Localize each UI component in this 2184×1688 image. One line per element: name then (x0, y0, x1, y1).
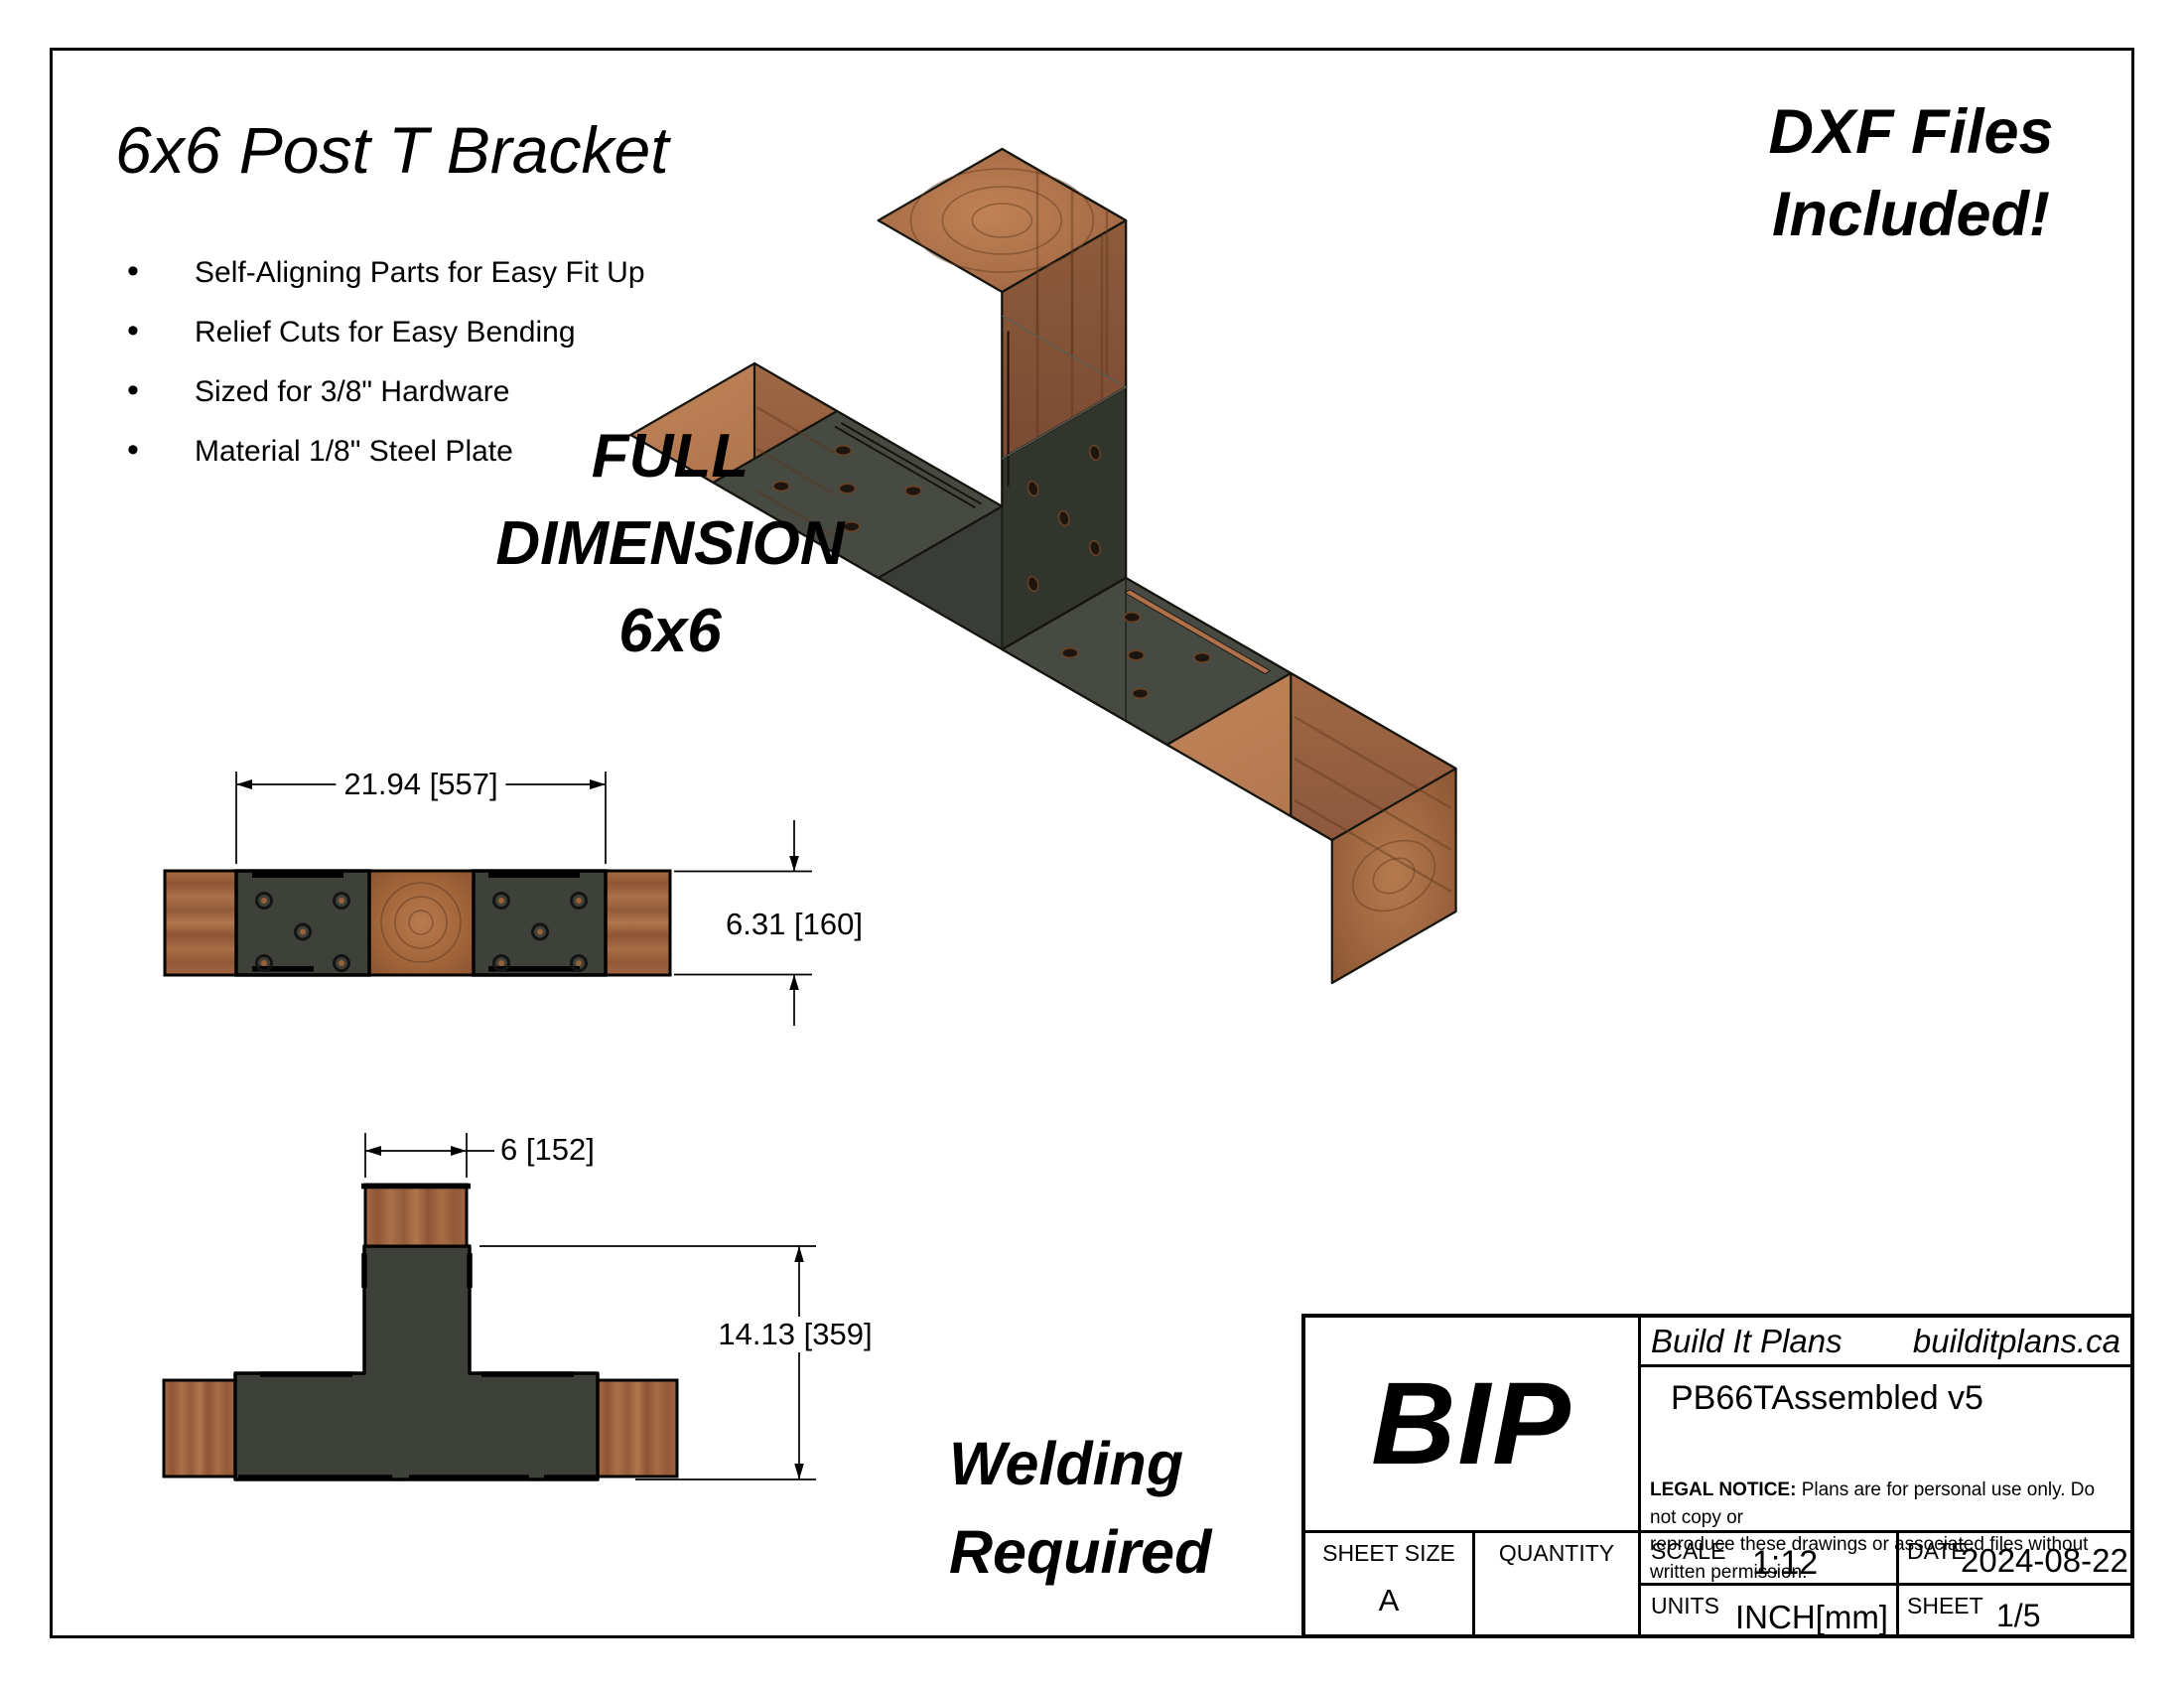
dimension-arrows (236, 779, 804, 1479)
feature-text: Self-Aligning Parts for Easy Fit Up (195, 256, 645, 289)
bip-logo: BIP (1371, 1358, 1572, 1489)
dim-top-width-label: 21.94 [557] (336, 767, 506, 802)
dxf-note-line2: Included! (1772, 180, 2050, 249)
company-name: Build It Plans (1651, 1323, 1843, 1359)
front-view (162, 1183, 679, 1481)
bullet-icon: • (127, 252, 139, 290)
full-dimension-line3: 6x6 (618, 597, 722, 665)
legal-notice: LEGAL NOTICE: Plans are for personal use… (1650, 1477, 2124, 1586)
quantity-label: QUANTITY (1498, 1540, 1615, 1566)
feature-item: • Self-Aligning Parts for Easy Fit Up (127, 242, 645, 302)
sheet-number-cell: SHEET 1/5 (1899, 1586, 2130, 1634)
date-label: DATE (1907, 1538, 1967, 1564)
dxf-note-line1: DXF Files (1768, 97, 2054, 167)
full-dimension-note: FULL DIMENSION 6x6 (417, 413, 923, 675)
top-view (163, 869, 672, 977)
divider (1641, 1583, 2130, 1586)
divider (1638, 1533, 1641, 1634)
feature-text: Sized for 3/8" Hardware (195, 375, 510, 408)
dxf-note: DXF Files Included! (1739, 91, 2083, 256)
divider (1638, 1364, 2130, 1367)
feature-item: • Material 1/8" Steel Plate (127, 421, 645, 481)
welding-note: Welding Required (949, 1420, 1211, 1597)
full-dimension-line1: FULL (591, 422, 750, 491)
divider (1305, 1530, 2130, 1533)
units-cell: UNITS INCH[mm] (1641, 1586, 1896, 1635)
feature-text: Relief Cuts for Easy Bending (195, 316, 576, 349)
iso-render (629, 147, 1457, 985)
sheet-size-cell: SHEET SIZE A (1305, 1533, 1472, 1634)
quantity-cell: QUANTITY (1475, 1533, 1638, 1634)
feature-item: • Sized for 3/8" Hardware (127, 361, 645, 421)
company-row: Build It Plans builditplans.ca (1641, 1318, 2130, 1364)
date-value: 2024-08-22 (1961, 1542, 2128, 1579)
sheet-size-label: SHEET SIZE (1322, 1540, 1455, 1566)
page-title: 6x6 Post T Bracket (115, 113, 669, 187)
website-link: builditplans.ca (1912, 1323, 2120, 1359)
units-label: UNITS (1651, 1593, 1719, 1618)
welding-note-line2: Required (949, 1518, 1212, 1586)
legal-notice-line1: Plans are for personal use only. Do not … (1650, 1479, 2096, 1528)
date-cell: DATE 2024-08-22 (1899, 1533, 2130, 1583)
divider (1472, 1533, 1475, 1634)
full-dimension-line2: DIMENSION (495, 509, 845, 578)
legal-notice-label: LEGAL NOTICE: (1650, 1479, 1797, 1500)
iso-render-details (755, 168, 1452, 913)
feature-text: Material 1/8" Steel Plate (195, 435, 513, 468)
bullet-icon: • (127, 431, 139, 469)
feature-list: • Self-Aligning Parts for Easy Fit Up • … (127, 242, 645, 481)
dim-front-height-label: 14.13 [359] (710, 1317, 881, 1352)
divider (1638, 1318, 1641, 1533)
part-name: PB66TAssembled v5 (1671, 1379, 1983, 1417)
dim-front-width-label: 6 [152] (500, 1132, 595, 1167)
scale-label: SCALE (1651, 1538, 1726, 1564)
sheet-number-label: SHEET (1907, 1593, 1983, 1618)
sheet-border (50, 48, 2134, 1638)
welding-note-line1: Welding (949, 1430, 1184, 1497)
dim-top-height-label: 6.31 [160] (726, 907, 863, 941)
legal-notice-line2: reproduce these drawings or associated f… (1650, 1534, 2089, 1583)
title-block: BIP Build It Plans builditplans.ca PB66T… (1301, 1314, 2134, 1638)
bullet-icon: • (127, 312, 139, 350)
sheet-number-value: 1/5 (1996, 1598, 2041, 1633)
units-value: INCH[mm] (1735, 1599, 1888, 1635)
scale-value: 1:12 (1752, 1544, 1819, 1582)
scale-cell: SCALE 1:12 (1641, 1533, 1896, 1583)
sheet-size-value: A (1378, 1583, 1400, 1618)
feature-item: • Relief Cuts for Easy Bending (127, 302, 645, 361)
bullet-icon: • (127, 371, 139, 409)
